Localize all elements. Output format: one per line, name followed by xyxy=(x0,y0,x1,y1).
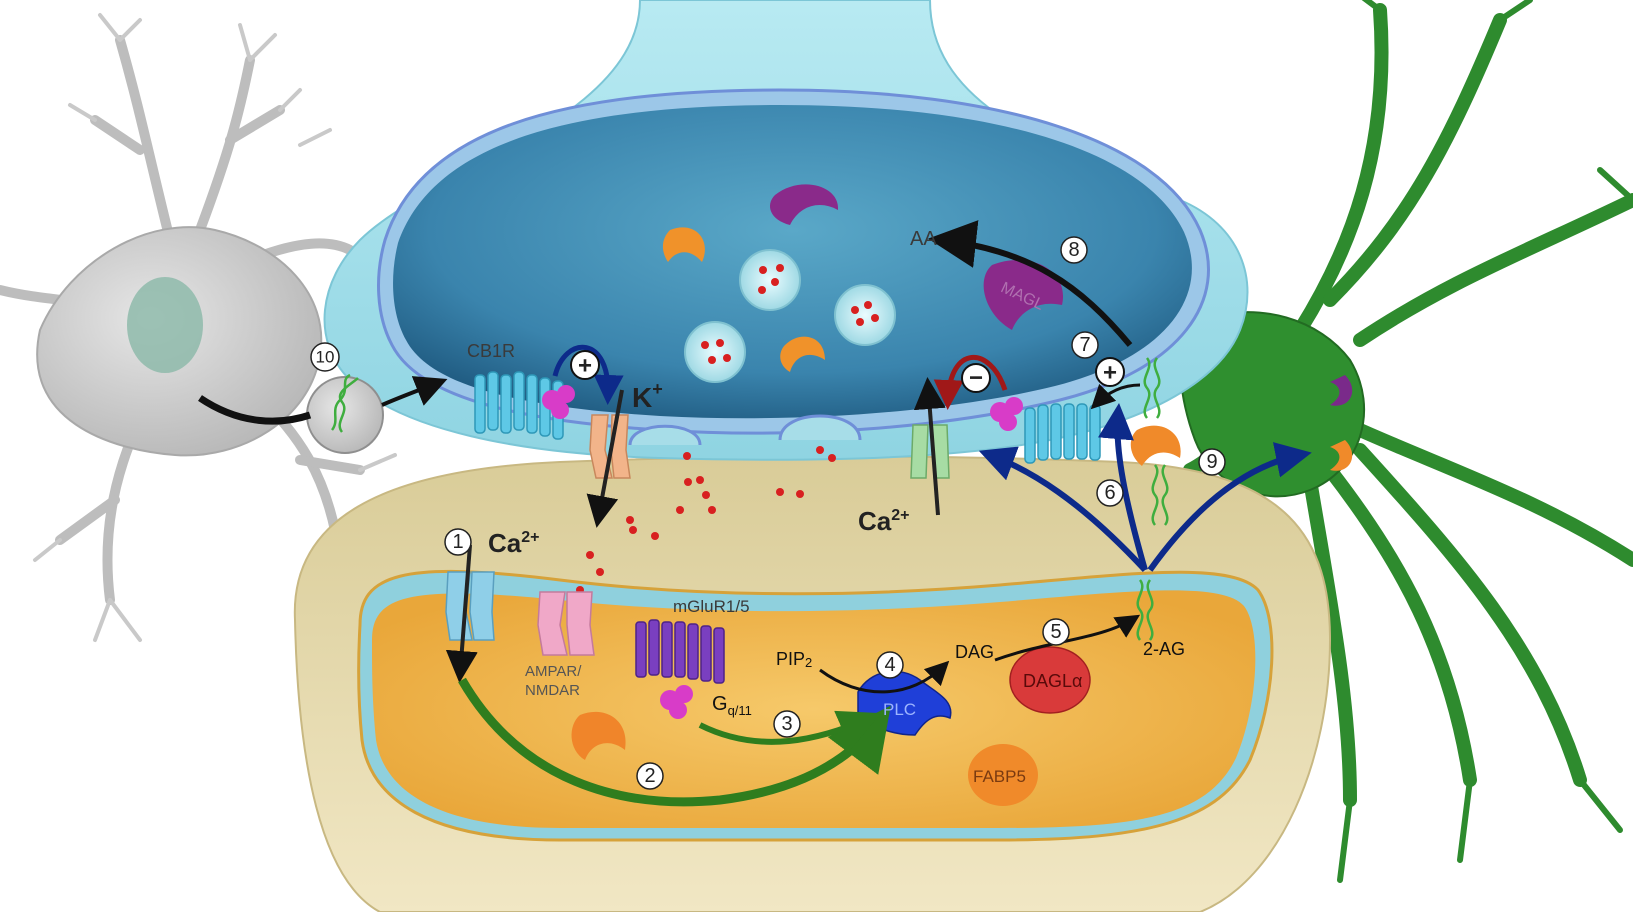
ca-label-presynaptic: Ca2+ xyxy=(858,506,910,536)
pip2-text: PIP xyxy=(776,649,805,669)
step-number-8: 8 xyxy=(1060,236,1088,264)
presynaptic-terminal xyxy=(323,0,1249,461)
ca-text: Ca xyxy=(488,528,522,558)
step-number-text: 9 xyxy=(1206,451,1217,473)
pip2-label: PIP2 xyxy=(776,649,812,670)
postsynaptic-terminal xyxy=(293,455,1332,912)
ca-channel-presynaptic xyxy=(910,424,950,479)
astrocyte-nucleus xyxy=(127,277,203,373)
astrocyte xyxy=(0,13,397,642)
step-number-text: 10 xyxy=(316,348,335,367)
ca-charge: 2+ xyxy=(521,529,539,546)
minus-sign-text: − xyxy=(969,365,983,392)
step-number-text: 7 xyxy=(1079,334,1090,356)
step-number-7: 7 xyxy=(1071,331,1099,359)
step-number-text: 6 xyxy=(1104,482,1115,504)
plus-sign-text: + xyxy=(578,353,592,380)
plus-sign-text: + xyxy=(1103,360,1117,387)
arrow-cb1r-k xyxy=(552,344,624,405)
mglur-receptor xyxy=(635,619,725,684)
step-number-text: 4 xyxy=(884,654,895,676)
step-number-3: 3 xyxy=(773,710,801,738)
k-ion-charge: + xyxy=(652,379,663,399)
ca-charge: 2+ xyxy=(891,507,909,524)
pip2-subscript: 2 xyxy=(805,655,812,670)
arrow-step-8 xyxy=(928,220,1133,347)
step-number-text: 8 xyxy=(1068,239,1079,261)
ca-label-postsynaptic: Ca2+ xyxy=(488,528,540,558)
step-number-10: 10 xyxy=(310,342,340,372)
step-number-text: 5 xyxy=(1050,621,1061,643)
astrocyte-vesicle xyxy=(306,373,384,454)
step-number-9: 9 xyxy=(1198,448,1226,476)
fabp5-label: FABP5 xyxy=(973,767,1026,786)
k-ion-text: K xyxy=(632,382,652,413)
step-number-1: 1 xyxy=(444,528,472,556)
arrow-k-efflux xyxy=(586,389,624,528)
step-number-text: 3 xyxy=(781,713,792,735)
arrow-step-7 xyxy=(1090,383,1141,410)
arrows-step-6-9 xyxy=(978,403,1312,573)
ampar-nmdar xyxy=(537,591,595,656)
aa-label: AA xyxy=(910,228,937,250)
gq-text: G xyxy=(712,693,728,715)
plus-sign-magl: + xyxy=(1095,357,1125,387)
green-neuron xyxy=(1179,0,1633,883)
cb1r-label: CB1R xyxy=(467,341,515,361)
ca-text: Ca xyxy=(858,506,892,536)
dagl-enzyme xyxy=(1009,646,1091,714)
fabp5-protein xyxy=(968,744,1038,806)
two-ag-label: 2-AG xyxy=(1143,639,1185,659)
arrow-step-2 xyxy=(458,677,891,807)
enzyme-orange xyxy=(662,227,705,262)
fabp5-cleft xyxy=(1130,425,1181,466)
gq-subscript: q/11 xyxy=(728,703,752,718)
arrow-step-4 xyxy=(819,660,950,694)
step-number-5: 5 xyxy=(1042,618,1070,646)
arrow-step-5 xyxy=(994,614,1141,662)
plc-label: PLC xyxy=(883,700,916,719)
enzyme-orange xyxy=(780,336,825,372)
step-number-text: 1 xyxy=(452,531,463,553)
k-ion-label: K+ xyxy=(632,379,663,413)
step-number-2: 2 xyxy=(636,762,664,790)
glutamate-molecules xyxy=(576,476,804,594)
ampar-label-line2: NMDAR xyxy=(525,682,580,699)
mglur-label: mGluR1/5 xyxy=(673,597,750,616)
g-protein-right xyxy=(990,397,1023,431)
step-number-text: 2 xyxy=(644,765,655,787)
vesicle xyxy=(739,249,801,311)
dag-label: DAG xyxy=(955,642,994,662)
plus-sign-cb1r: + xyxy=(570,350,600,380)
vesicle xyxy=(684,321,746,383)
arrow-step-10b xyxy=(381,376,448,407)
gq-protein xyxy=(660,685,693,719)
cb1r-receptor-right xyxy=(1024,403,1101,464)
synaptic-vesicles xyxy=(683,249,896,462)
ampar-label-line1: AMPAR/ xyxy=(525,663,582,680)
enzyme-purple xyxy=(770,184,839,225)
arrow-step-3 xyxy=(698,710,881,750)
enzyme-orange xyxy=(571,711,626,760)
gq-label: Gq/11 xyxy=(712,693,752,718)
dagl-label: DAGLα xyxy=(1023,671,1082,691)
arrow-step-10 xyxy=(198,395,312,425)
arrow-ca-influx-post xyxy=(445,544,478,683)
step-number-6: 6 xyxy=(1096,479,1124,507)
arrow-inhibit xyxy=(933,355,1008,410)
minus-sign: − xyxy=(961,363,991,393)
g-protein-left xyxy=(542,385,575,419)
step-number-4: 4 xyxy=(876,651,904,679)
vesicle xyxy=(834,284,896,346)
arrow-ca-pre xyxy=(913,377,946,516)
magl-enzyme xyxy=(983,259,1064,330)
